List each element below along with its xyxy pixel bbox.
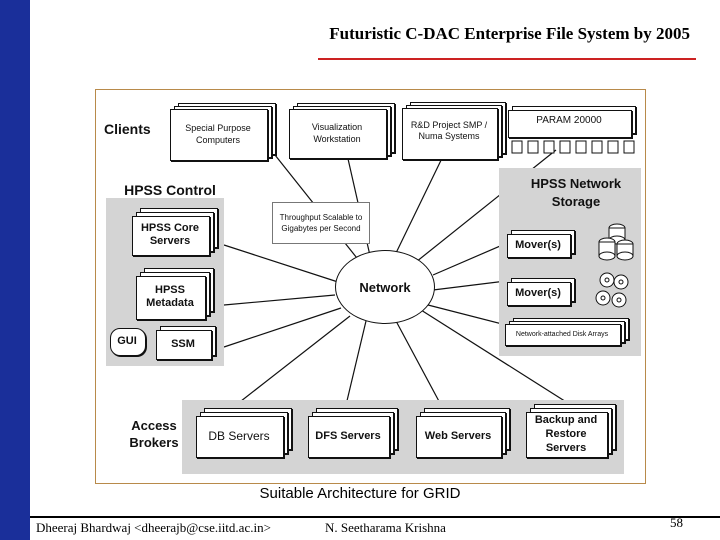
title-underline (318, 58, 696, 60)
mover-1: Mover(s) (507, 230, 579, 260)
footer-author-2: N. Seetharama Krishna (325, 520, 446, 535)
web-servers: Web Servers (416, 408, 514, 460)
link-ssm (223, 307, 342, 348)
param-20000: PARAM 20000 (508, 106, 638, 164)
special-purpose-computers: Special Purpose Computers (170, 103, 280, 161)
network-links (223, 149, 572, 406)
mover-2: Mover(s) (507, 278, 579, 308)
diagram-caption: Suitable Architecture for GRID (259, 485, 461, 502)
link-dfs-servers (345, 320, 367, 406)
processor-nodes (511, 140, 635, 154)
disk-arrays: Network-attached Disk Arrays (505, 318, 635, 348)
architecture-diagram: Clients Special Purpose Computers Visual… (95, 89, 646, 484)
network-storage-panel: HPSS Network Storage Mover(s) Mover(s) (499, 168, 641, 356)
link-core-servers (223, 244, 339, 283)
backup-restore-servers: Backup and Restore Servers (526, 404, 620, 460)
clients-heading: Clients (104, 121, 151, 137)
visualization-workstation: Visualization Workstation (289, 103, 396, 159)
hpss-control-panel: HPSS Core Servers HPSS Metadata GUI SSM (106, 198, 224, 366)
dfs-servers: DFS Servers (308, 408, 402, 460)
footer-author-1: Dheeraj Bhardwaj <dheerajb@cse.iitd.ac.i… (36, 520, 271, 535)
link-web-servers (395, 320, 442, 406)
footer-rule (30, 516, 720, 518)
storage-heading: HPSS Network Storage (530, 176, 622, 209)
disk-storage-icon (598, 223, 634, 261)
tape-storage-icon (595, 272, 629, 308)
link-db-servers (235, 315, 351, 406)
page-number: 58 (670, 515, 683, 530)
ssm: SSM (156, 326, 220, 360)
db-servers: DB Servers (196, 408, 296, 460)
link-metadata (223, 294, 336, 306)
hpss-core-servers: HPSS Core Servers (132, 208, 224, 258)
throughput-note: Throughput Scalable to Gigabytes per Sec… (272, 202, 370, 244)
left-accent-bar (0, 0, 30, 540)
access-brokers-heading: Access Brokers (129, 418, 179, 450)
link-backup-servers (420, 309, 572, 406)
slide-title: Futuristic C-DAC Enterprise File System … (329, 24, 690, 43)
hpss-control-heading: HPSS Control (124, 182, 216, 198)
hpss-metadata: HPSS Metadata (136, 268, 220, 320)
network-hub: Network (335, 250, 435, 324)
link-rnd (395, 149, 447, 254)
access-brokers-panel: DB Servers DFS Servers Web Servers Backu… (182, 400, 624, 474)
rnd-project-systems: R&D Project SMP / Numa Systems (402, 102, 506, 160)
gui-console: GUI (110, 328, 150, 358)
